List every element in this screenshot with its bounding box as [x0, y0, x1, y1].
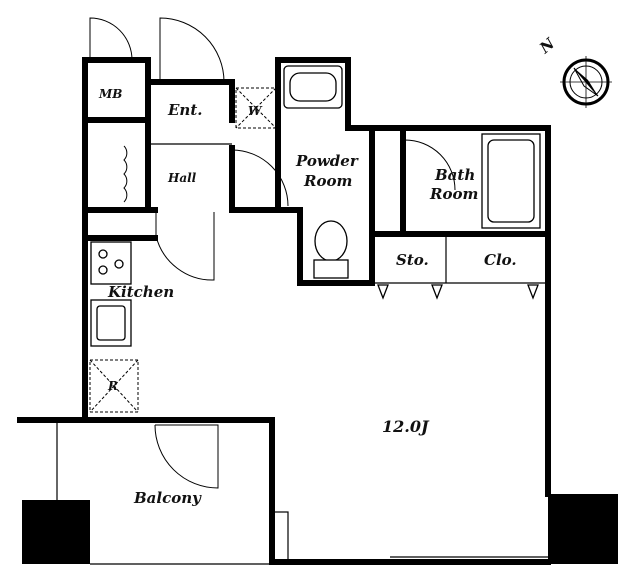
room-label-powder-line2: Room — [303, 172, 352, 190]
fixtures — [90, 65, 541, 347]
refrigerator-space — [89, 359, 139, 413]
room-label-hall: Hall — [167, 171, 197, 185]
room-label-bath-line1: Bath — [434, 166, 475, 184]
room-label-r: R — [107, 379, 118, 393]
room-label-mb: MB — [98, 87, 122, 101]
room-label-kitchen: Kitchen — [107, 283, 174, 301]
room-label-clo: Clo. — [484, 251, 517, 269]
partitions — [56, 143, 548, 565]
wall-block-left — [22, 500, 90, 564]
washer-space — [235, 87, 277, 129]
room-label-powder-line1: Powder — [295, 152, 359, 170]
room-label-balcony: Balcony — [133, 489, 202, 507]
room-label-bath-line2: Room — [429, 185, 478, 203]
door-swings — [89, 17, 456, 489]
walls — [17, 57, 551, 565]
wall-block-right — [548, 494, 618, 564]
compass-north-label: N — [535, 34, 559, 58]
room-label-sto: Sto. — [396, 251, 429, 269]
compass-icon — [560, 56, 612, 108]
room-label-ent: Ent. — [167, 101, 203, 119]
room-label-w: W — [248, 104, 263, 118]
room-label-main: 12.0J — [382, 417, 430, 436]
